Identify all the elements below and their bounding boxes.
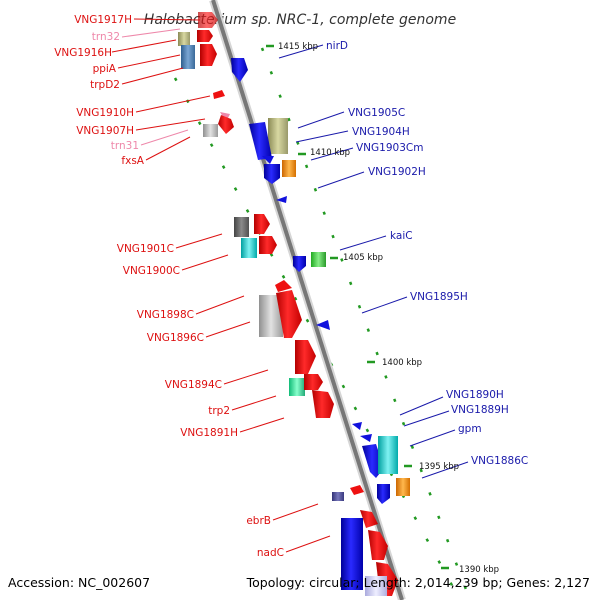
- gene-vng1907h: [203, 124, 218, 137]
- gene-vng1905c: [268, 118, 288, 154]
- gene-label: VNG1902H: [368, 166, 426, 178]
- gene-label: VNG1900C: [123, 265, 180, 277]
- topology-text: Topology: circular; Length: 2,014,239 bp…: [246, 575, 590, 590]
- gene-label: kaiC: [390, 230, 413, 242]
- gene-vng1886c-a: [377, 484, 390, 504]
- gene-trpd2: [200, 44, 217, 66]
- gene-vng1891h-b: [312, 390, 334, 418]
- gene-label: VNG1895H: [410, 291, 468, 303]
- kbp-label: 1400 kbp: [382, 358, 422, 368]
- gene-vng1896c: [276, 290, 302, 338]
- gene-label: VNG1916H: [54, 47, 112, 59]
- gene-label: VNG1917H: [74, 14, 132, 26]
- gene-vng1894c: [295, 340, 316, 374]
- gene-vng1904h: [249, 122, 272, 160]
- gene-vng1886c-b: [396, 478, 410, 496]
- gene-label: VNG1907H: [76, 125, 134, 137]
- gene-label: trpD2: [90, 79, 120, 91]
- gene-label: trn32: [92, 31, 120, 43]
- gene-vng1917h: [198, 12, 218, 28]
- gene-ebrb-b: [350, 485, 364, 495]
- gene-label: VNG1903Cm: [356, 142, 423, 154]
- gene-vng1902h-b: [282, 160, 296, 177]
- gene-label: VNG1910H: [76, 107, 134, 119]
- gene-label: VNG1901C: [117, 243, 174, 255]
- kbp-label: 1390 kbp: [459, 565, 499, 575]
- gene-nadc-e: [365, 576, 387, 596]
- gene-label: fxsA: [121, 155, 144, 167]
- gene-label: VNG1905C: [348, 107, 405, 119]
- gene-label: VNG1886C: [471, 455, 528, 467]
- gene-kaic-b: [311, 252, 326, 267]
- gene-label: VNG1896C: [147, 332, 204, 344]
- gene-label: ebrB: [246, 515, 271, 527]
- gene-vng1891h-a: [304, 374, 323, 390]
- gene-vng1902h-c: [276, 196, 287, 203]
- gene-vng1901c-b: [254, 214, 270, 234]
- gene-vng1901c-a: [234, 217, 249, 237]
- gene-label: VNG1894C: [165, 379, 222, 391]
- gene-trn32: [178, 32, 190, 46]
- gene-label: VNG1891H: [180, 427, 238, 439]
- gene-label: ppiA: [93, 63, 117, 75]
- gene-vng1895h: [316, 320, 330, 330]
- gene-vng1900c-b: [259, 236, 277, 254]
- gene-nadc-b: [341, 518, 363, 590]
- gene-label: nirD: [326, 40, 348, 52]
- genome-backbone-core: [211, 0, 404, 600]
- gene-kaic-a: [293, 256, 306, 272]
- accession-text: Accession: NC_002607: [8, 575, 150, 590]
- gene-vng1889h: [360, 434, 372, 442]
- gene-label: trn31: [111, 140, 139, 152]
- gene-label: VNG1889H: [451, 404, 509, 416]
- gene-label: VNG1904H: [352, 126, 410, 138]
- gene-gpm-b: [378, 436, 398, 474]
- left-gene-labels: VNG1917H trn32 VNG1916H ppiA trpD2 VNG19…: [54, 14, 284, 559]
- gene-vng1898c-a: [275, 280, 292, 292]
- gene-label: gpm: [458, 423, 482, 435]
- gene-nird: [231, 58, 248, 82]
- gene-ebrb-a: [332, 492, 344, 501]
- kbp-label: 1415 kbp: [278, 42, 318, 52]
- gene-glyphs-left: [178, 12, 398, 596]
- gene-vng1900c-a: [241, 238, 257, 258]
- kbp-scale: 1415 kbp 1410 kbp 1405 kbp 1400 kbp 1395…: [266, 42, 499, 575]
- right-gene-labels: nirD VNG1905C VNG1904H VNG1903Cm VNG1902…: [326, 40, 528, 467]
- gene-ppia: [181, 45, 195, 69]
- gene-nadc-a: [360, 510, 378, 528]
- gene-label: nadC: [257, 547, 284, 559]
- kbp-label: 1410 kbp: [310, 148, 350, 158]
- gene-vng1910h: [213, 90, 225, 99]
- gene-glyphs-right: [231, 58, 410, 504]
- right-leader-lines: [278, 44, 469, 479]
- gene-nadc-c: [368, 530, 388, 560]
- gene-label: VNG1898C: [137, 309, 194, 321]
- kbp-label: 1395 kbp: [419, 462, 459, 472]
- left-leader-lines: [111, 18, 331, 553]
- gene-vng1890h: [352, 422, 362, 430]
- gene-fxsa: [218, 115, 234, 134]
- gene-label: trp2: [208, 405, 230, 417]
- gene-vng1916h: [197, 30, 213, 42]
- gene-vng1903cm: [262, 156, 274, 164]
- gene-label: VNG1890H: [446, 389, 504, 401]
- gene-trp2: [289, 378, 305, 396]
- gene-vng1902h-a: [264, 164, 280, 184]
- kbp-label: 1405 kbp: [343, 253, 383, 263]
